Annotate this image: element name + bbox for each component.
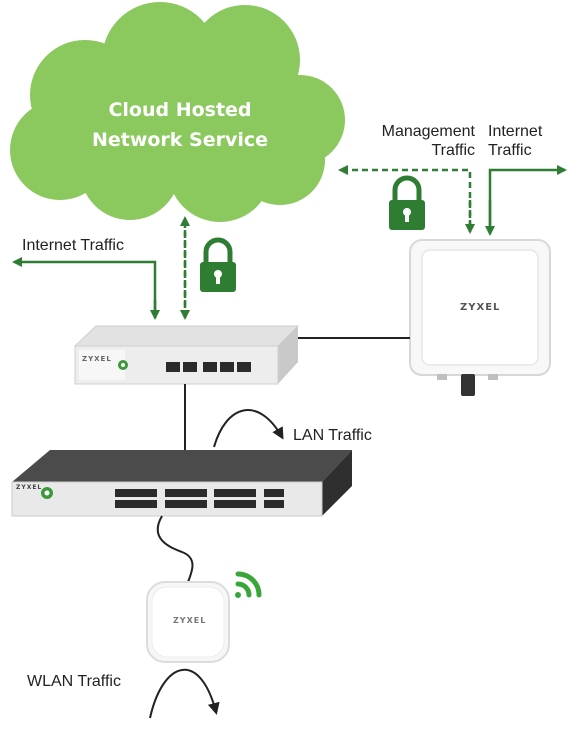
cloud-title: Cloud Hosted Network Service [60,95,300,155]
switch-brand-label: ZYXEL [16,484,43,491]
nebula-logo-icon [41,487,53,499]
nebula-logo-icon [118,360,128,370]
management-label-line2: Traffic [431,142,475,159]
internet-traffic-right-arrow [485,165,567,236]
internet-traffic-right-label: Internet Traffic [488,122,542,160]
management-label-line1: Management [381,123,475,140]
access-point-brand-label: ZYXEL [173,616,207,625]
internet-traffic-left-arrow [12,257,160,320]
wlan-traffic-arrow [149,668,220,719]
wifi-signal-icon [235,571,262,598]
cloud-shape [10,2,345,222]
lock-icon [200,237,236,292]
management-traffic-label: Management Traffic [351,122,475,160]
access-point-device [146,581,230,663]
cloud-title-line2: Network Service [91,129,269,151]
lan-traffic-label: LAN Traffic [293,427,372,444]
lock-icon [389,175,425,230]
lan-traffic-arrow [213,409,284,448]
cloud-title-line1: Cloud Hosted [108,99,252,121]
security-firewall-device [73,325,300,385]
gateway-brand-label: ZYXEL [460,302,501,313]
management-traffic-dashed-arrow [338,165,475,234]
network-switch-device [11,450,352,517]
outdoor-gateway-device [409,239,551,396]
wlan-traffic-label: WLAN Traffic [27,673,121,690]
internet-traffic-left-label: Internet Traffic [22,237,124,254]
internet-right-line2: Traffic [488,142,532,159]
internet-right-line1: Internet [488,123,543,140]
firewall-brand-label: ZYXEL [82,355,112,363]
switch-ap-cable [156,515,194,583]
